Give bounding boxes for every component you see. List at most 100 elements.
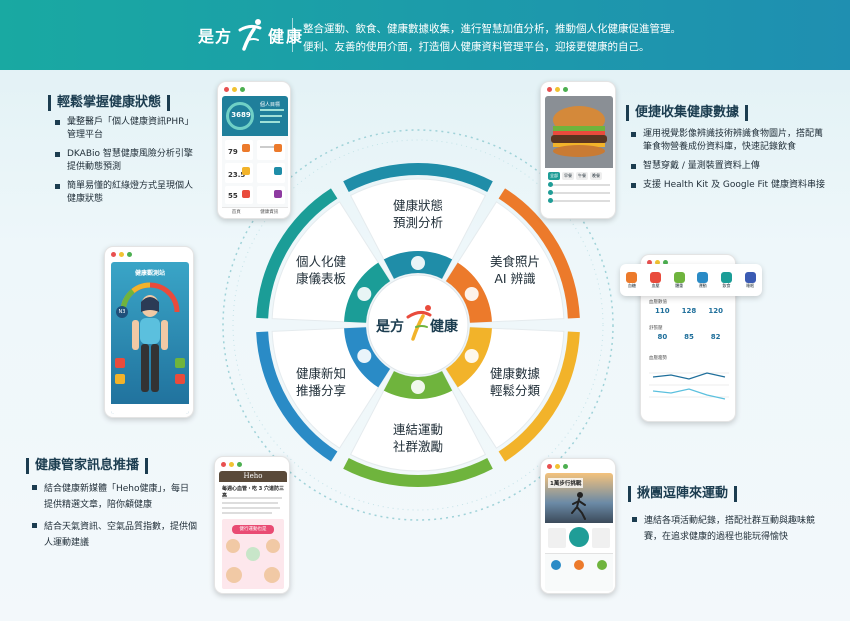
section-title-group-exercise: 揪團逗陣來運動 [628, 486, 738, 502]
list-item: 結合健康新媒體「Heho健康」，每日提供精選文章，陪你顧健康 [32, 481, 197, 513]
list-item: 運用視覺影像辨識技術辨識食物圖片，搭配萬筆食物營養成份資料庫，快速記錄飲食 [631, 128, 831, 154]
wheel-label-line2: 預測分析 [393, 215, 443, 230]
wheel-label-line1: 連結運動 [393, 422, 443, 437]
brand-text-a: 是方 [198, 27, 233, 46]
metric-3: 55 [228, 192, 238, 200]
data-category-tabs: 血糖 血壓 體重 運動 飲食 睡眠 [620, 264, 762, 296]
tab-weight[interactable]: 體重 [673, 271, 685, 289]
section-list-notifications: 結合健康新媒體「Heho健康」，每日提供精選文章，陪你顧健康 結合天氣資訊、空氣… [32, 481, 197, 557]
phone-health-observation: 健康觀測站 N3 [104, 246, 194, 418]
challenge-photo: 1萬步行挑戰 [545, 473, 613, 523]
tab-diet[interactable]: 飲食 [720, 271, 732, 289]
list-item: 彙整醫戶「個人健康資訊PHR」管理平台 [55, 116, 195, 142]
tab-sleep[interactable]: 睡眠 [744, 271, 756, 289]
section-title-notifications: 健康管家訊息推播 [26, 458, 149, 474]
header-line-1: 整合運動、飲食、健康數據收集，進行智慧加值分析，推動個人化健康促進管理。 [303, 23, 681, 35]
list-item: 結合天氣資訊、空氣品質指數，提供個人運動建議 [32, 519, 197, 551]
list-icon [464, 349, 479, 363]
header-banner: 是方 健康 整合運動、飲食、健康數據收集，進行智慧加值分析，推動個人化健康促進管… [0, 0, 850, 70]
wheel-center-brand-a: 是方 [376, 318, 404, 335]
challenge-title: 1萬步行挑戰 [548, 478, 584, 488]
header-line-2: 便利、友善的使用介面，打造個人健康資料管理平台，迎接更健康的自己。 [303, 41, 650, 53]
wheel-label-line2: 推播分享 [296, 383, 346, 398]
phone-walking-challenge: 1萬步行挑戰 [540, 458, 616, 594]
camera-icon [464, 287, 479, 301]
gauge-icon [357, 287, 372, 301]
steps-value: 3689 [231, 111, 251, 119]
wheel-sector[interactable] [349, 370, 487, 472]
body-avatar-icon [132, 295, 168, 392]
tab-blood-sugar[interactable]: 血糖 [626, 271, 638, 289]
wheel-ring-segment [343, 163, 493, 192]
challenge-center-icon[interactable] [569, 527, 589, 547]
tab-blood-pressure[interactable]: 血壓 [649, 271, 661, 289]
phone-food-recognition: 全部 早餐 午餐 晚餐 [540, 81, 616, 219]
wheel-label-line2: AI 辨識 [494, 271, 535, 286]
section-title-health-status: 輕鬆掌握健康狀態 [48, 95, 171, 111]
wheel-ring-segment [256, 331, 338, 462]
dia-value: 82 [710, 333, 721, 341]
list-item: 連結各項活動紀錄，搭配社群互動與趣味競賽，在追求健康的過程也能玩得愉快 [632, 513, 822, 545]
list-item: DKABio 智慧健康風險分析引擎提供動態預測 [55, 148, 195, 174]
brand-logo-icon [238, 19, 262, 51]
observation-title: 健康觀測站 [134, 270, 165, 277]
tab-health-info[interactable]: 健康資訊 [260, 210, 279, 215]
header-description: 整合運動、飲食、健康數據收集，進行智慧加值分析，推動個人化健康促進管理。 便利、… [303, 20, 681, 56]
wheel-label-line2: 康儀表板 [296, 271, 347, 286]
speaker-icon [357, 349, 372, 363]
steps-ring [226, 102, 254, 130]
status-badge: N3 [116, 306, 128, 318]
food-photo [545, 96, 613, 168]
brand-text-b: 健康 [268, 27, 305, 46]
dia-label: 舒張壓 [649, 326, 663, 331]
runner-icon [571, 492, 586, 520]
food-tag[interactable]: 晚餐 [590, 172, 602, 180]
list-item: 簡單易懂的紅綠燈方式呈現個人健康狀態 [55, 180, 195, 206]
bp-label: 血壓數值 [649, 300, 667, 305]
dashboard-header: 3689 個人目標 [222, 96, 288, 136]
phone-heho-article: Heho 每週心血管・吃 3 穴道防三高 健行運動也是 [214, 456, 290, 594]
wheel-label-line2: 社群激勵 [393, 439, 443, 454]
wheel-color-ring [256, 163, 580, 487]
food-tag[interactable]: 全部 [548, 172, 560, 180]
wheel-ring-segment [498, 331, 580, 462]
tab-exercise[interactable]: 運動 [697, 271, 709, 289]
wheel-label-line2: 輕鬆分類 [490, 383, 541, 398]
wheel-ring-segment [256, 188, 338, 319]
section-title-data-collection: 便捷收集健康數據 [626, 105, 749, 121]
metric-1: 79 [228, 148, 238, 156]
metric-2: 23.5 [228, 171, 246, 179]
article-banner: 健行運動也是 [232, 525, 274, 534]
people-icon [411, 380, 425, 394]
article-headline: 每週心血管・吃 3 穴道防三高 [222, 486, 284, 499]
wheel-label-line1: 健康數據 [490, 366, 541, 381]
food-tag[interactable]: 早餐 [562, 172, 574, 180]
section-list-group-exercise: 連結各項活動紀錄，搭配社群互動與趣味競賽，在追求健康的過程也能玩得愉快 [632, 513, 822, 551]
header-divider [292, 18, 293, 52]
dia-value: 80 [657, 333, 668, 341]
list-item: 智慧穿戴 / 量測裝置資料上傳 [631, 160, 831, 173]
section-list-health-status: 彙整醫戶「個人健康資訊PHR」管理平台 DKABio 智慧健康風險分析引擎提供動… [55, 116, 195, 212]
wheel-ring-segment [498, 188, 580, 319]
wheel-sector[interactable] [349, 178, 487, 280]
burger-icon [551, 106, 607, 157]
wheel-center-logo-icon [406, 305, 432, 341]
wheel-icons [357, 256, 479, 394]
phone-dashboard: 3689 個人目標 79 23.5 55 首頁 [217, 81, 291, 219]
section-list-data-collection: 運用視覺影像辨識技術辨識食物圖片，搭配萬筆食物營養成份資料庫，快速記錄飲食 智慧… [631, 128, 831, 198]
wheel-label-line1: 個人化健 [296, 254, 347, 269]
heho-logo: Heho [219, 471, 287, 482]
tab-home[interactable]: 首頁 [231, 210, 241, 215]
wheel-label-line1: 健康新知 [296, 366, 346, 381]
bp-value: 120 [708, 307, 723, 315]
wheel-outer-dots-2 [232, 139, 604, 511]
wheel-ring-segment [343, 458, 493, 487]
bp-value: 110 [655, 307, 670, 315]
food-tag[interactable]: 午餐 [576, 172, 588, 180]
heartbeat-icon [411, 256, 425, 270]
list-item: 支援 Health Kit 及 Google Fit 健康資料串接 [631, 179, 831, 192]
goal-title: 個人目標 [260, 102, 281, 108]
dia-value: 85 [684, 333, 694, 341]
trend-line-chart [649, 372, 729, 400]
